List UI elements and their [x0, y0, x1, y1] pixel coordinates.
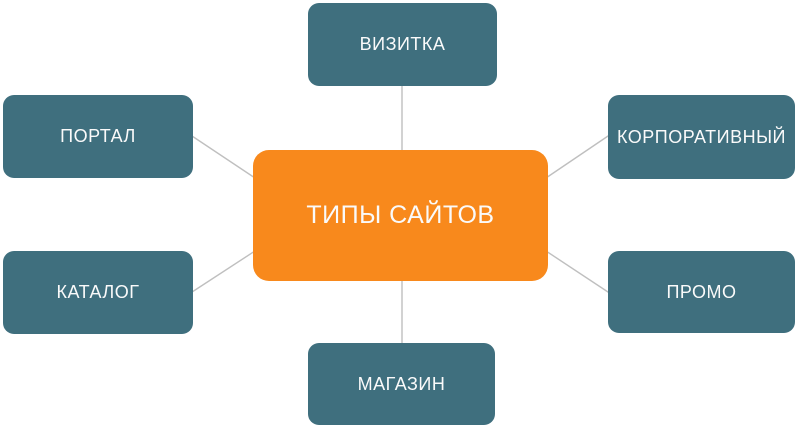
node-promo-label: ПРОМО [666, 281, 737, 302]
connector-hub-korporativnyy [542, 133, 612, 181]
connector-hub-katalog [188, 248, 259, 295]
node-korporativnyy-label: КОРПОРАТИВНЫЙ [617, 126, 786, 147]
node-portal-label: ПОРТАЛ [60, 126, 136, 146]
hub-site-types: ТИПЫ САЙТОВ [253, 150, 548, 281]
connector-hub-portal [188, 133, 259, 181]
node-vizitka: ВИЗИТКА [308, 3, 497, 86]
node-katalog-label: КАТАЛОГ [56, 282, 140, 302]
connector-hub-promo [542, 248, 612, 295]
node-korporativnyy: КОРПОРАТИВНЫЙ [608, 95, 795, 179]
node-vizitka-label: ВИЗИТКА [359, 34, 446, 54]
node-magazin-label: МАГАЗИН [357, 373, 446, 394]
node-promo: ПРОМО [608, 251, 795, 333]
node-portal: ПОРТАЛ [3, 95, 193, 178]
hub-site-types-label: ТИПЫ САЙТОВ [306, 201, 495, 229]
node-magazin: МАГАЗИН [308, 343, 495, 425]
node-katalog: КАТАЛОГ [3, 251, 193, 334]
